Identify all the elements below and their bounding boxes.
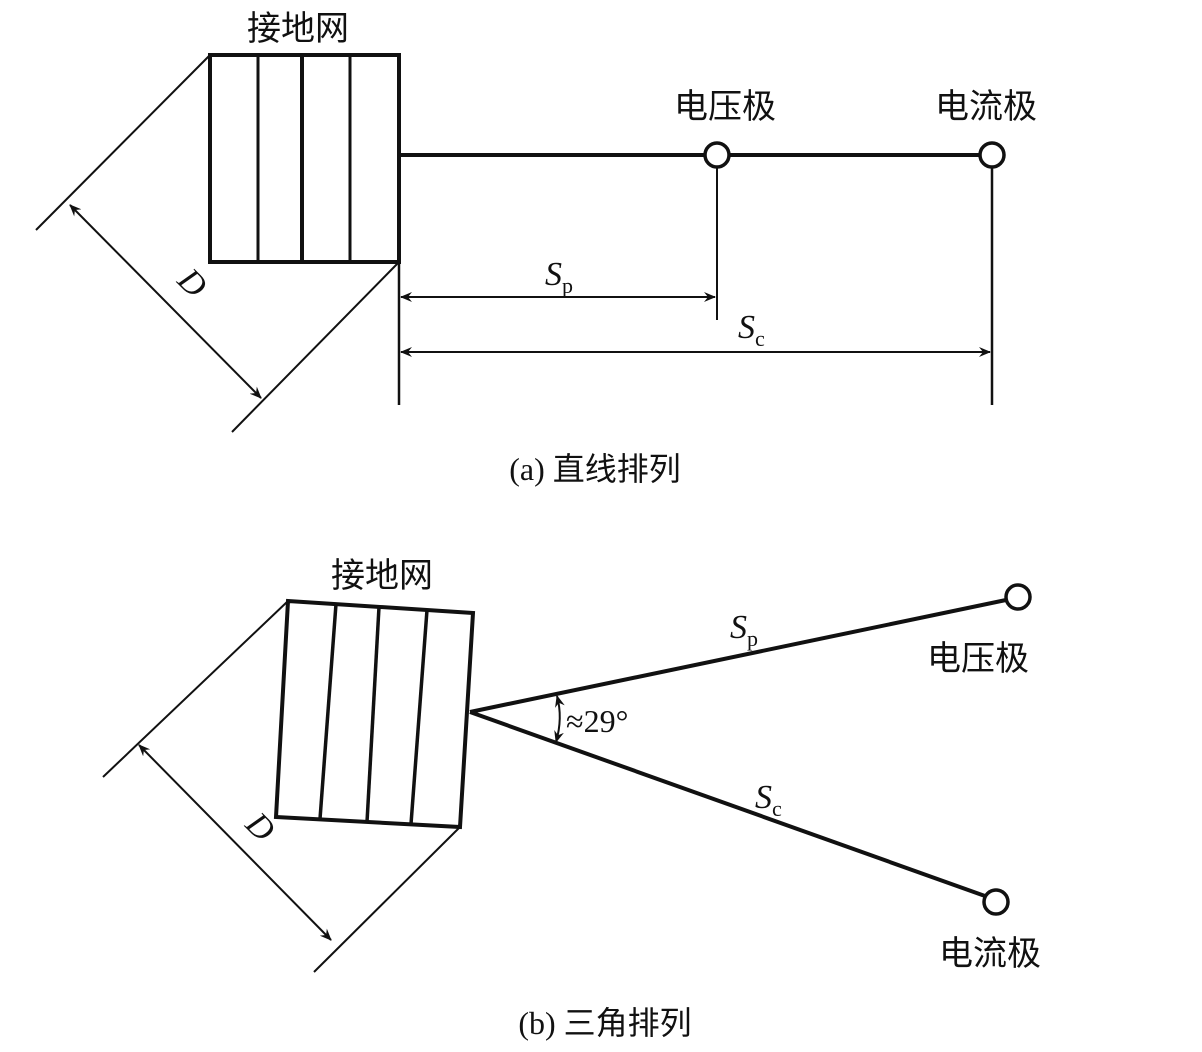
current-pole-b xyxy=(982,888,1010,916)
grounding-grid-a xyxy=(208,53,401,264)
voltage-pole-label-a: 电压极 xyxy=(674,87,776,127)
sp-label-a: Sp xyxy=(545,256,573,298)
grid-label-a: 接地网 xyxy=(247,9,349,49)
sc-wire-b xyxy=(469,710,986,898)
caption-a: (a) 直线排列 xyxy=(509,451,681,487)
diagonal-line xyxy=(35,54,211,231)
angle-label: ≈29° xyxy=(566,703,628,739)
diagonal-line xyxy=(231,261,400,433)
grid-label-b: 接地网 xyxy=(331,556,433,596)
angle-arc-arrow xyxy=(554,695,565,743)
sc-label-b: Sc xyxy=(755,779,782,821)
current-pole-a xyxy=(978,141,1006,169)
grid-bar xyxy=(318,603,338,820)
d-label-a: D xyxy=(170,261,215,306)
voltage-pole-b xyxy=(1004,583,1032,611)
d-dimension-arrow xyxy=(138,744,332,941)
d-dimension-arrow xyxy=(69,204,262,399)
current-pole-label-b: 电流极 xyxy=(939,934,1041,974)
sc-label-a: Sc xyxy=(738,309,765,351)
grid-bar xyxy=(365,606,381,823)
diagram-b-triangular xyxy=(102,583,1032,973)
grid-bar xyxy=(409,609,429,825)
voltage-pole-label-b: 电压极 xyxy=(927,639,1029,679)
sp-wire-b xyxy=(469,598,1007,714)
voltage-pole-a xyxy=(703,141,731,169)
diagonal-line xyxy=(313,826,461,973)
current-pole-label-a: 电流极 xyxy=(935,87,1037,127)
diagram-a-linear xyxy=(35,53,1006,433)
caption-b: (b) 三角排列 xyxy=(518,1005,691,1041)
diagonal-line xyxy=(102,600,289,778)
sp-label-b: Sp xyxy=(730,609,758,651)
